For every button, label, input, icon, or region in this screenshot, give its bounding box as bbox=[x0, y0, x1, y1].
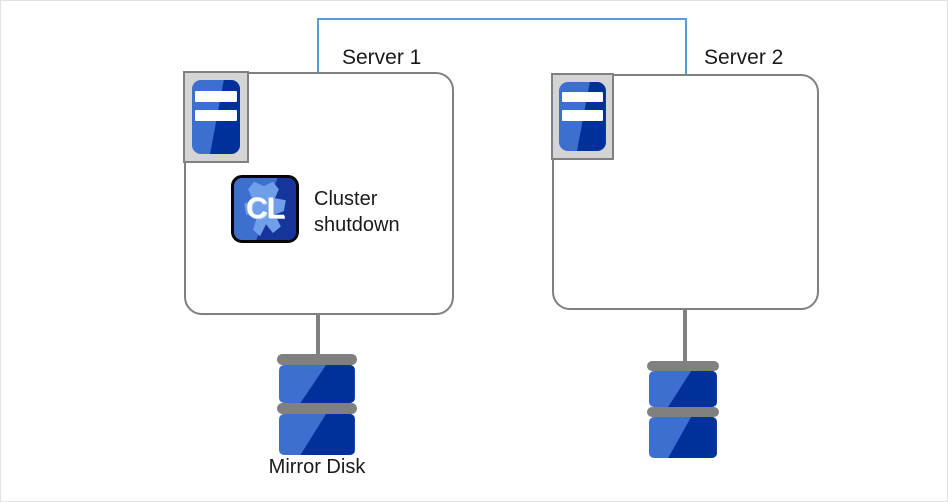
disk-slab-lower bbox=[649, 417, 717, 458]
server-2-machine-icon bbox=[551, 73, 614, 160]
disk-plate-middle bbox=[277, 403, 357, 414]
cl-icon-letters: CL bbox=[246, 192, 285, 225]
server-icon-bar-bottom bbox=[562, 109, 603, 121]
server-2-mirror-disk-icon bbox=[647, 361, 719, 458]
server-2-disk-connector bbox=[683, 309, 687, 364]
server-1-machine-icon bbox=[183, 71, 249, 163]
cluster-bracket bbox=[317, 18, 687, 74]
disk-plate-top bbox=[277, 354, 357, 365]
server-icon-bar-bottom bbox=[194, 109, 238, 122]
server-1-mirror-disk-icon bbox=[277, 354, 357, 455]
disk-slab-upper bbox=[649, 371, 717, 407]
cluster-cl-icon: CL bbox=[231, 175, 299, 243]
cluster-shutdown-label: Cluster shutdown bbox=[314, 188, 400, 236]
server-icon-bar-top bbox=[562, 91, 603, 103]
server-2-label: Server 2 bbox=[704, 46, 784, 69]
server-1-label: Server 1 bbox=[342, 46, 422, 69]
mirror-disk-label: Mirror Disk bbox=[268, 456, 366, 478]
disk-plate-top bbox=[647, 361, 719, 371]
disk-plate-middle bbox=[647, 407, 719, 417]
disk-slab-lower bbox=[279, 414, 355, 455]
disk-slab-upper bbox=[279, 365, 355, 403]
server-1-disk-connector bbox=[316, 314, 320, 360]
server-icon-bar-top bbox=[194, 90, 238, 103]
